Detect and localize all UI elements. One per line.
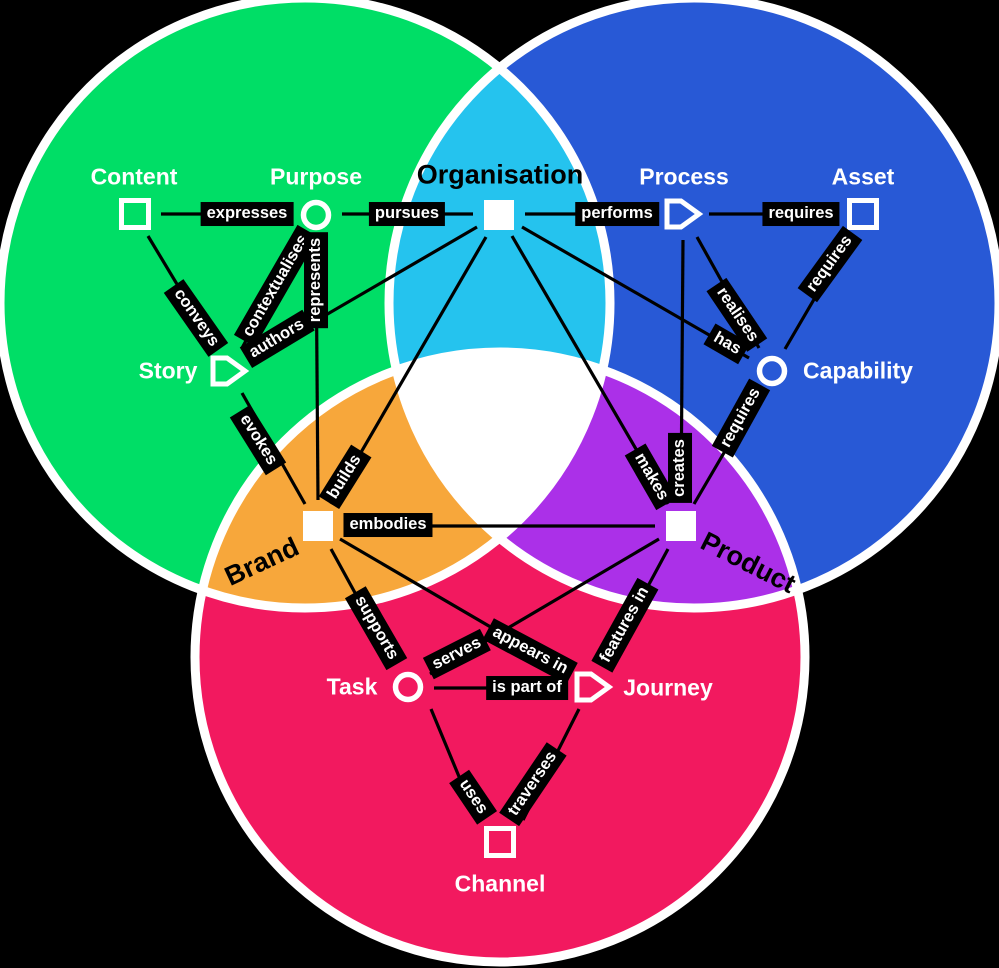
process-node-pentagon [664, 198, 704, 230]
organisation-node-square [484, 200, 514, 230]
purpose-node-circle [300, 199, 332, 231]
edge-label-performs: performs [575, 202, 659, 226]
journey-node-pentagon [574, 671, 614, 703]
content-node-square [119, 198, 151, 230]
edge-label-expresses: expresses [200, 202, 294, 226]
capability-node-circle [756, 355, 788, 387]
green-circle-outline [0, 0, 615, 613]
overlap-green-pink [195, 352, 610, 608]
content-label: Content [90, 163, 178, 190]
process-label: Process [639, 163, 729, 190]
story-label: Story [138, 357, 198, 384]
task-label: Task [326, 673, 378, 700]
task-node-circle [392, 671, 424, 703]
asset-label: Asset [831, 163, 895, 190]
asset-node-square [847, 198, 879, 230]
channel-node-square [484, 826, 516, 858]
capability-label: Capability [803, 357, 913, 384]
brand-node-square [303, 511, 333, 541]
edge-label-is-part-of: is part of [486, 676, 568, 700]
purpose-label: Purpose [269, 163, 363, 190]
blue-circle-outline [384, 0, 999, 613]
pink-circle-outline [190, 347, 810, 967]
edge-label-represents: represents [304, 231, 328, 329]
edge-label-pursues: pursues [368, 202, 446, 226]
edge-label-embodies: embodies [343, 513, 433, 537]
channel-label: Channel [454, 870, 546, 897]
story-node-pentagon [210, 355, 250, 387]
organisation-label: Organisation [416, 159, 584, 190]
journey-label: Journey [623, 674, 713, 701]
node-shapes [119, 198, 879, 858]
product-node-square [666, 511, 696, 541]
edge-label-requires-1: requires [762, 202, 840, 226]
